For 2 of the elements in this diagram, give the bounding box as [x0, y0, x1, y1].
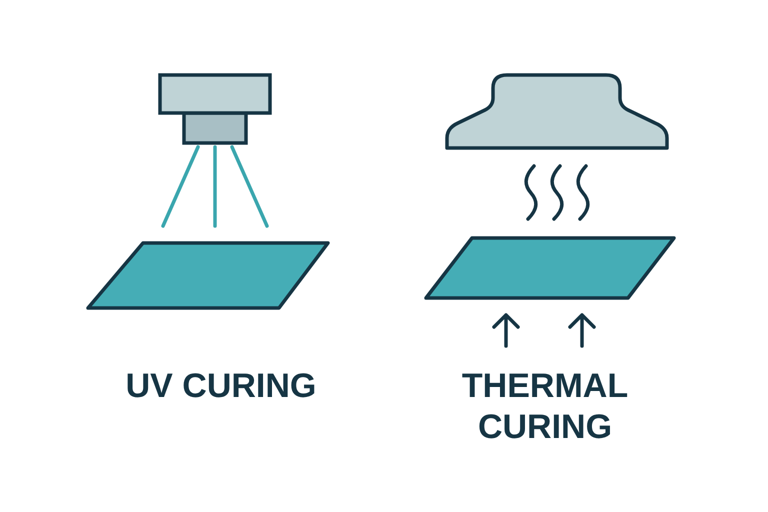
panel-title: UV CURING: [124, 366, 318, 407]
panel-title: THERMAL CURING: [460, 366, 630, 448]
